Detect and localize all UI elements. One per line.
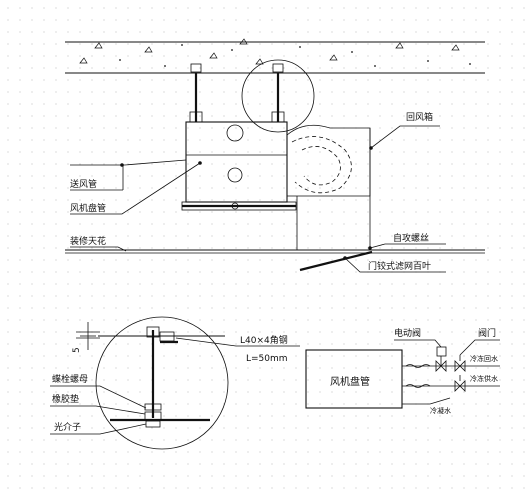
label-valve: 阀门 [478, 327, 496, 339]
label-angle-steel: L40×4角钢 [240, 334, 288, 346]
label-chilled-supply: 冷冻供水 [470, 374, 498, 383]
label-hinged-louver: 门铰式滤网百叶 [368, 260, 431, 272]
dimension-mark [76, 322, 100, 350]
leader-hinged-louver [343, 256, 446, 273]
label-angle-length: L=50mm [246, 354, 288, 364]
piping-lines [402, 364, 500, 405]
dimension-value: 5 [72, 347, 82, 353]
leader-angle-steel [175, 337, 300, 347]
leader-return-plenum [369, 125, 440, 150]
leader-electric-valve [394, 339, 442, 348]
leader-fan-coil [70, 161, 202, 215]
label-drain: 冷凝水 [430, 406, 451, 415]
label-return-plenum: 回风箱 [406, 111, 433, 123]
label-decorative-ceiling: 装修天花 [70, 235, 106, 247]
leader-rubber-pad [50, 405, 146, 415]
label-through-nut: 蝶栓螺母 [52, 373, 88, 385]
hanger-rods [189, 63, 285, 123]
fcu-schematic-box [305, 349, 403, 409]
enlarged-detail-circle [95, 316, 229, 450]
hinged-louver [299, 250, 373, 272]
concrete-slab [65, 38, 485, 74]
leader-ceiling [70, 246, 127, 252]
grid-dots [7, 7, 525, 489]
return-air-plenum [286, 124, 371, 250]
detail-callout-circle [241, 59, 315, 133]
label-spacer: 光介子 [54, 421, 81, 433]
fan-coil-unit-body [181, 121, 297, 211]
leader-spacer [50, 423, 147, 435]
leader-through-nut [50, 385, 147, 409]
label-self-tapping-screw: 自攻螺丝 [393, 232, 429, 244]
label-fcu-box: 风机盘管 [330, 375, 370, 388]
leader-supply-duct [70, 159, 187, 167]
detail-rod-assembly [110, 326, 210, 428]
label-chilled-return: 冷冻回水 [470, 354, 498, 363]
label-rubber-pad: 橡胶垫 [52, 393, 79, 405]
label-electric-valve: 电动阀 [394, 327, 421, 339]
leader-valve [459, 339, 500, 356]
ceiling-line [65, 249, 485, 254]
label-fan-coil-unit: 风机盘管 [70, 202, 106, 214]
leader-self-tapping-screw [368, 243, 446, 250]
valve-symbols [435, 346, 466, 392]
label-supply-duct: 送风管 [70, 178, 97, 190]
